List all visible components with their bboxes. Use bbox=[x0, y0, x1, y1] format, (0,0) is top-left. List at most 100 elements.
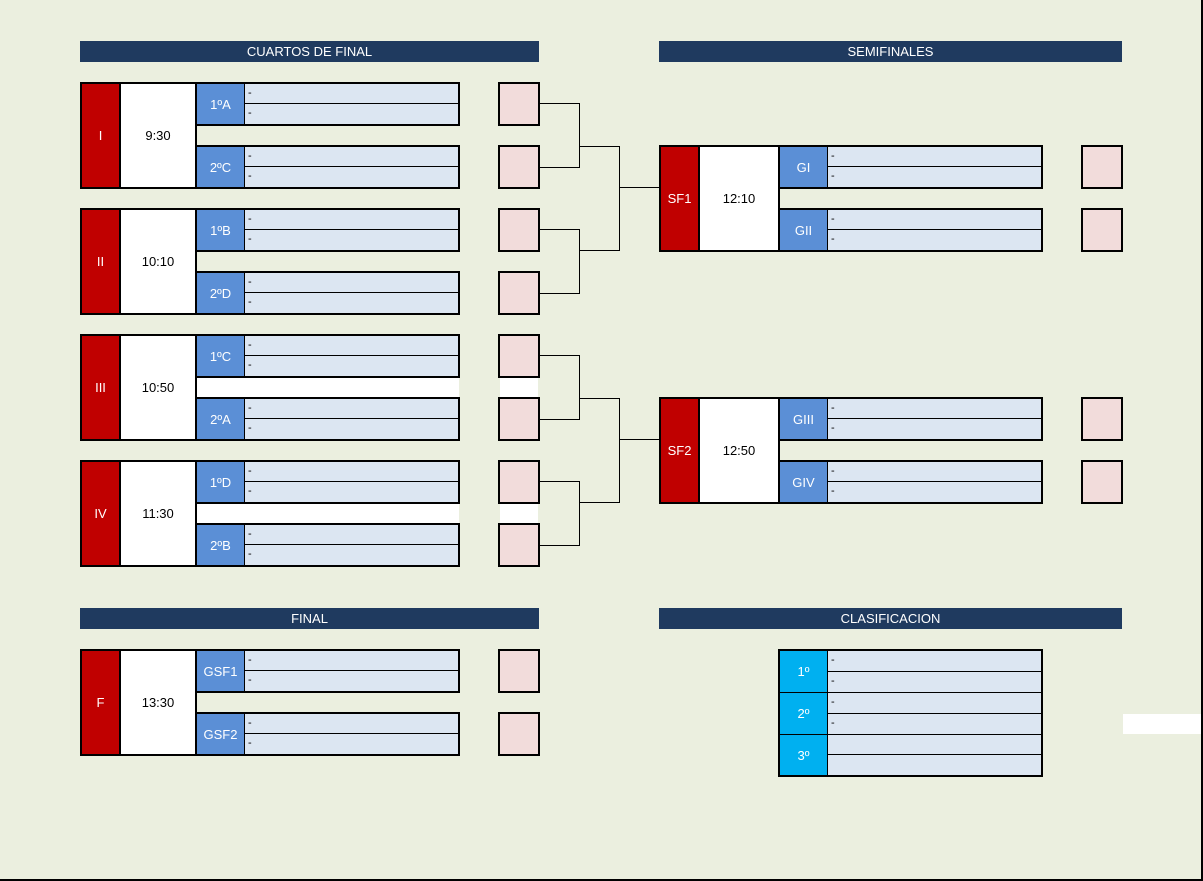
player-cell[interactable]: - bbox=[828, 399, 1041, 419]
match-id-qf2: II bbox=[80, 208, 121, 315]
score-box[interactable] bbox=[498, 649, 540, 693]
player-cell[interactable]: - bbox=[828, 482, 1041, 502]
bracket-line bbox=[579, 502, 620, 503]
bracket-line bbox=[619, 439, 660, 440]
match-time-sf2[interactable]: 12:50 bbox=[698, 397, 780, 504]
player-cell[interactable]: - bbox=[828, 210, 1041, 230]
player-cell[interactable]: - bbox=[245, 651, 458, 671]
bracket-line bbox=[539, 167, 580, 168]
player-cell[interactable]: - bbox=[245, 462, 458, 482]
score-box[interactable] bbox=[498, 334, 540, 378]
player-cell[interactable]: - bbox=[245, 525, 458, 545]
player-cell[interactable]: - bbox=[245, 356, 458, 376]
player-cell[interactable]: - bbox=[828, 462, 1041, 482]
team-slot-qf1-b: 2ºC - - bbox=[195, 145, 460, 189]
player-cell[interactable]: - bbox=[245, 671, 458, 691]
player-cell[interactable]: - bbox=[245, 210, 458, 230]
place-3: 3º bbox=[780, 735, 828, 775]
player-cell[interactable]: - bbox=[245, 147, 458, 167]
player-cell[interactable]: - bbox=[245, 293, 458, 313]
player-cell[interactable]: - bbox=[245, 399, 458, 419]
bracket-line bbox=[579, 250, 620, 251]
match-id-final: F bbox=[80, 649, 121, 756]
match-id-qf1: I bbox=[80, 82, 121, 189]
player-cell[interactable]: - bbox=[828, 230, 1041, 250]
team-code: GSF2 bbox=[197, 714, 245, 754]
bracket-line bbox=[619, 146, 620, 251]
player-cell[interactable]: - bbox=[245, 734, 458, 754]
score-box[interactable] bbox=[498, 523, 540, 567]
score-box[interactable] bbox=[498, 712, 540, 756]
player-cell[interactable]: - bbox=[245, 273, 458, 293]
bracket-line bbox=[579, 481, 580, 546]
bracket-line bbox=[619, 187, 660, 188]
match-time-sf1[interactable]: 12:10 bbox=[698, 145, 780, 252]
team-slot-qf4-a: 1ºD - - bbox=[195, 460, 460, 504]
bracket-line bbox=[619, 398, 620, 503]
team-slot-qf1-a: 1ºA - - bbox=[195, 82, 460, 126]
player-cell[interactable]: - bbox=[245, 714, 458, 734]
score-box[interactable] bbox=[498, 460, 540, 504]
score-box[interactable] bbox=[1081, 397, 1123, 441]
bracket-line bbox=[579, 398, 620, 399]
score-box[interactable] bbox=[1081, 460, 1123, 504]
team-slot-qf2-b: 2ºD - - bbox=[195, 271, 460, 315]
team-code: 2ºB bbox=[197, 525, 245, 565]
bracket-line bbox=[539, 103, 580, 104]
bracket-line bbox=[539, 545, 580, 546]
team-slot-sf1-b: GII - - bbox=[778, 208, 1043, 252]
team-code: 1ºB bbox=[197, 210, 245, 250]
player-cell[interactable]: - bbox=[828, 693, 1041, 714]
player-cell[interactable]: - bbox=[245, 545, 458, 565]
player-cell[interactable]: - bbox=[828, 651, 1041, 672]
score-box[interactable] bbox=[498, 397, 540, 441]
gap-cell bbox=[197, 377, 459, 397]
score-box[interactable] bbox=[1081, 208, 1123, 252]
semifinals-header: SEMIFINALES bbox=[659, 41, 1122, 62]
bracket-line bbox=[579, 146, 620, 147]
bracket-line bbox=[539, 481, 580, 482]
bracket-line bbox=[539, 419, 580, 420]
match-id-sf2: SF2 bbox=[659, 397, 700, 504]
player-cell[interactable]: - bbox=[828, 672, 1041, 693]
player-cell[interactable] bbox=[828, 735, 1041, 755]
final-header: FINAL bbox=[80, 608, 539, 629]
team-slot-qf4-b: 2ºB - - bbox=[195, 523, 460, 567]
team-code: GIV bbox=[780, 462, 828, 502]
bracket-line bbox=[539, 229, 580, 230]
selected-cell[interactable] bbox=[1123, 714, 1201, 734]
score-box[interactable] bbox=[498, 271, 540, 315]
bracket-line bbox=[539, 355, 580, 356]
team-code: 2ºD bbox=[197, 273, 245, 313]
player-cell[interactable]: - bbox=[245, 336, 458, 356]
team-slot-sf1-a: GI - - bbox=[778, 145, 1043, 189]
match-time-qf2[interactable]: 10:10 bbox=[119, 208, 197, 315]
team-slot-qf3-a: 1ºC - - bbox=[195, 334, 460, 378]
player-cell[interactable]: - bbox=[245, 482, 458, 502]
team-code: GIII bbox=[780, 399, 828, 439]
player-cell[interactable]: - bbox=[245, 84, 458, 104]
bracket-line bbox=[579, 103, 580, 168]
match-time-qf1[interactable]: 9:30 bbox=[119, 82, 197, 189]
player-cell[interactable]: - bbox=[245, 104, 458, 124]
player-cell[interactable]: - bbox=[828, 167, 1041, 187]
match-time-qf3[interactable]: 10:50 bbox=[119, 334, 197, 441]
player-cell[interactable] bbox=[828, 755, 1041, 775]
gap-cell bbox=[500, 377, 538, 397]
gap-cell bbox=[197, 503, 459, 523]
match-time-qf4[interactable]: 11:30 bbox=[119, 460, 197, 567]
player-cell[interactable]: - bbox=[245, 230, 458, 250]
team-code: GI bbox=[780, 147, 828, 187]
player-cell[interactable]: - bbox=[828, 419, 1041, 439]
player-cell[interactable]: - bbox=[828, 714, 1041, 735]
match-time-final[interactable]: 13:30 bbox=[119, 649, 197, 756]
score-box[interactable] bbox=[1081, 145, 1123, 189]
score-box[interactable] bbox=[498, 82, 540, 126]
score-box[interactable] bbox=[498, 145, 540, 189]
team-code: 1ºD bbox=[197, 462, 245, 502]
place-1: 1º bbox=[780, 651, 828, 693]
player-cell[interactable]: - bbox=[245, 167, 458, 187]
score-box[interactable] bbox=[498, 208, 540, 252]
player-cell[interactable]: - bbox=[828, 147, 1041, 167]
player-cell[interactable]: - bbox=[245, 419, 458, 439]
